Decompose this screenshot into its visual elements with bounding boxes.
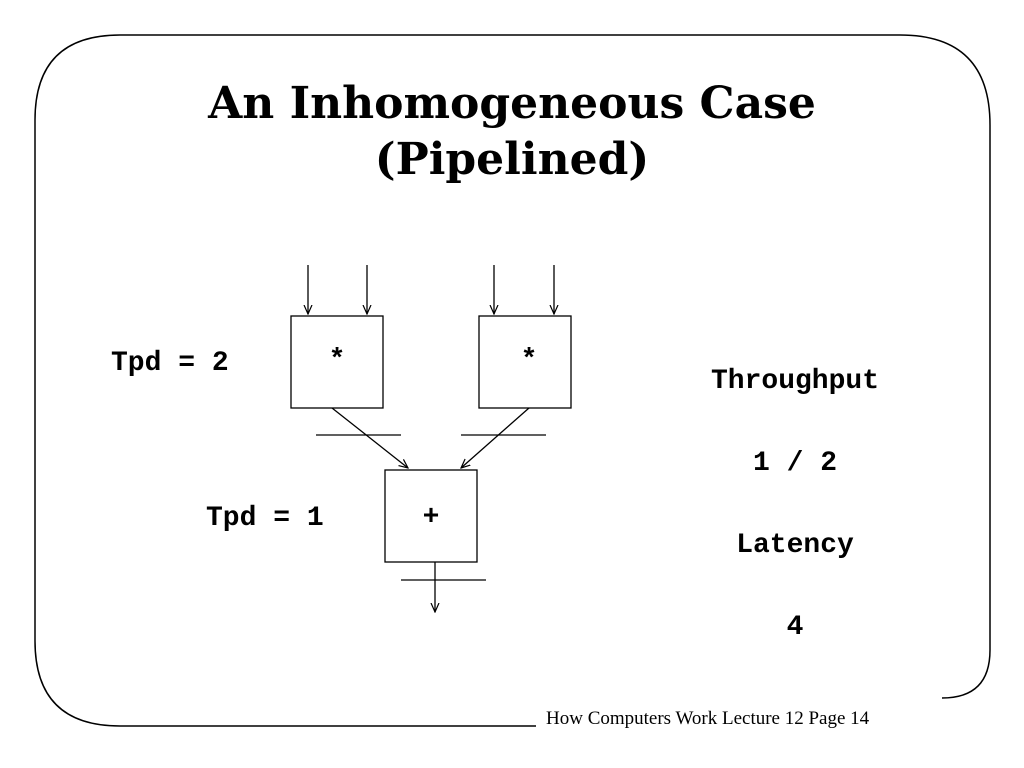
- right-multiplier-box: [478, 315, 572, 409]
- pipeline-diagram: [290, 265, 572, 612]
- slide-title-line-2: (Pipelined): [374, 134, 650, 185]
- left-multiplier-box: [290, 315, 384, 409]
- frame-border: [34, 34, 991, 727]
- left-mult-to-adder-arrow: [331, 407, 408, 468]
- throughput-label: Throughput: [710, 366, 880, 397]
- adder-box: [384, 469, 478, 563]
- adder-op: +: [422, 502, 440, 533]
- latency-value: 4: [786, 612, 804, 643]
- slide-title-line-1: An Inhomogeneous Case: [208, 78, 816, 129]
- throughput-value: 1 / 2: [752, 448, 837, 479]
- adder-tpd-label: Tpd = 1: [206, 503, 324, 534]
- right-mult-to-adder-arrow: [461, 407, 530, 468]
- left-multiplier-op: *: [328, 345, 346, 376]
- multiplier-tpd-label: Tpd = 2: [111, 348, 229, 379]
- right-multiplier-op: *: [520, 345, 538, 376]
- slide-footer: How Computers Work Lecture 12 Page 14: [546, 708, 870, 729]
- latency-label: Latency: [736, 530, 854, 561]
